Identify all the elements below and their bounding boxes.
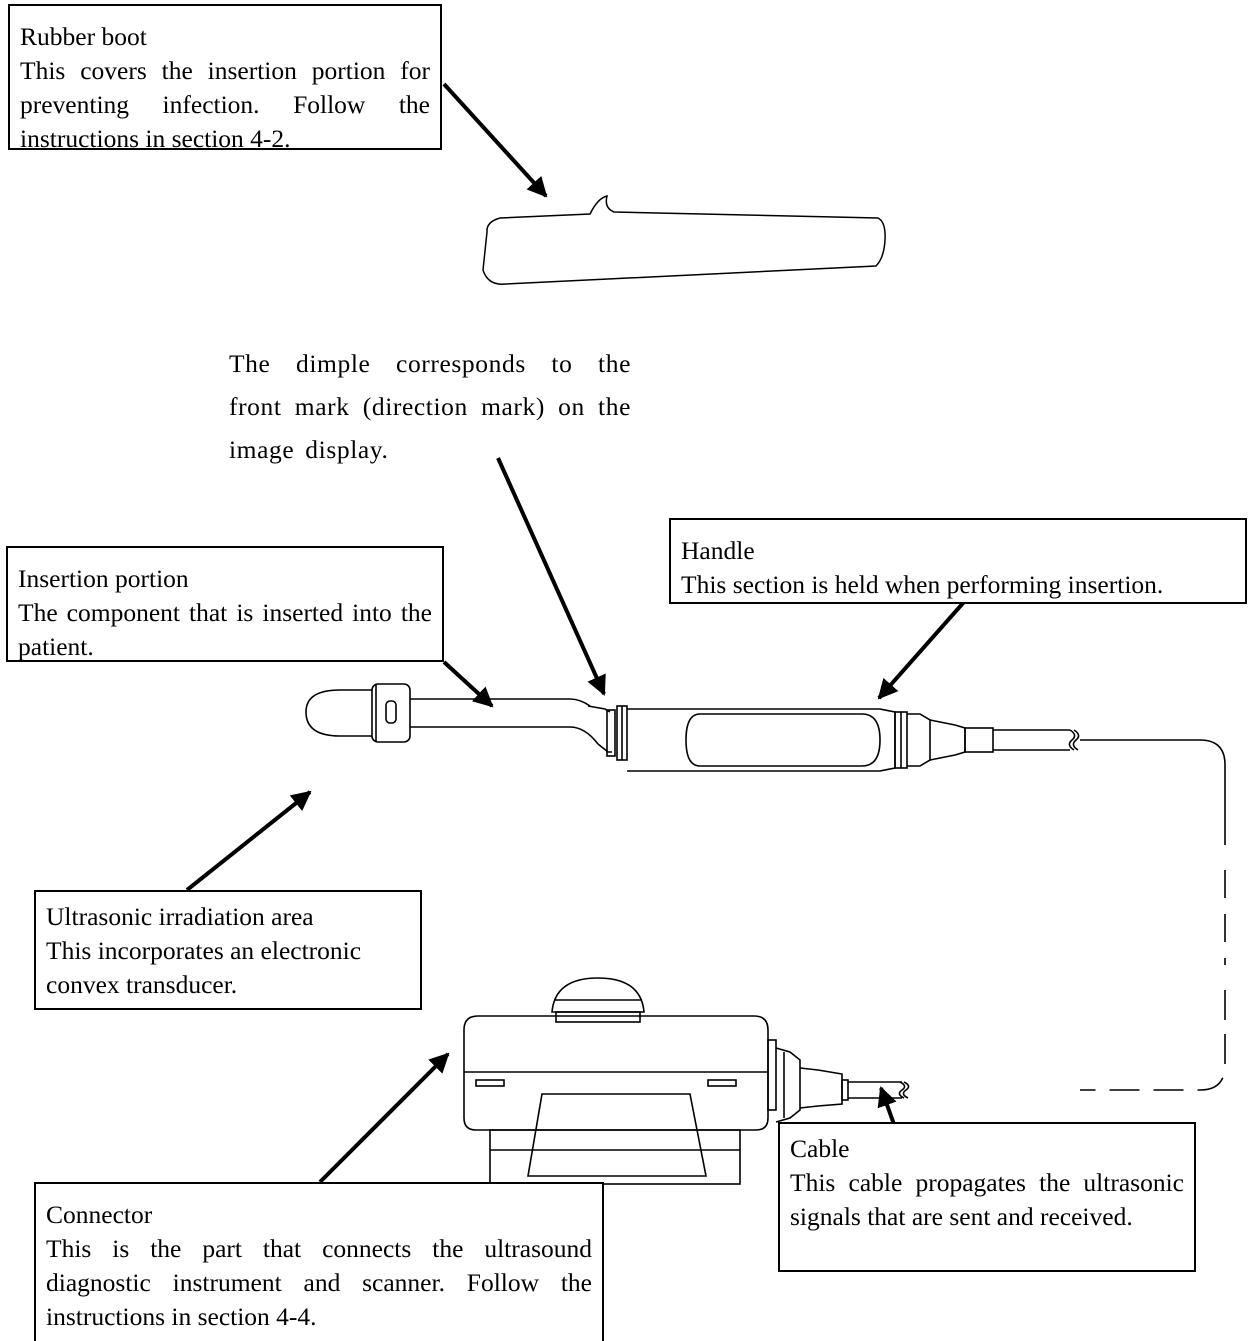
handle-grip bbox=[685, 713, 881, 767]
transducer-tip bbox=[305, 689, 372, 737]
insertion-portion-description: The component that is inserted into the … bbox=[18, 598, 432, 661]
dimple-arrow bbox=[496, 457, 606, 696]
cable-description: This cable propagates the ultrasonic sig… bbox=[790, 1168, 1184, 1231]
cable-callout: Cable This cable propagates the ultrason… bbox=[778, 1122, 1196, 1272]
connector-drawing bbox=[463, 977, 910, 1215]
tip-window bbox=[385, 700, 397, 724]
probe-drawing bbox=[305, 683, 1226, 1091]
irradiation-area-description: This incorporates an electronic convex t… bbox=[46, 936, 362, 999]
irradiation-area-title: Ultrasonic irradiation area bbox=[46, 902, 314, 931]
rubber-boot-title: Rubber boot bbox=[20, 22, 147, 51]
insertion-portion-callout: Insertion portion The component that is … bbox=[6, 546, 444, 662]
rubber-boot-description: This covers the insertion portion for pr… bbox=[20, 56, 430, 153]
connector-title: Connector bbox=[46, 1200, 153, 1229]
leader-arrows bbox=[185, 82, 966, 1184]
connector-callout: Connector This is the part that connects… bbox=[34, 1182, 604, 1341]
handle-title: Handle bbox=[681, 536, 755, 565]
insertion-portion-title: Insertion portion bbox=[18, 564, 189, 593]
rubber-boot-callout: Rubber boot This covers the insertion po… bbox=[8, 4, 442, 153]
cable-title: Cable bbox=[790, 1134, 850, 1163]
handle-callout: Handle This section is held when perform… bbox=[669, 518, 1247, 604]
handle-description: This section is held when performing ins… bbox=[681, 570, 1164, 599]
rubber-boot-arrow bbox=[442, 82, 548, 198]
irradiation-arrow bbox=[185, 790, 312, 892]
dimple-note: The dimple corresponds to the front mark… bbox=[229, 349, 631, 464]
irradiation-area-callout: Ultrasonic irradiation area This incorpo… bbox=[34, 890, 422, 1010]
tip-collar bbox=[371, 683, 411, 743]
connector-description: This is the part that connects the ultra… bbox=[46, 1234, 592, 1331]
rubber-boot-drawing bbox=[482, 195, 886, 285]
handle-arrow bbox=[877, 600, 966, 700]
insertion-arrow bbox=[442, 660, 494, 708]
connector-arrow bbox=[318, 1052, 450, 1184]
